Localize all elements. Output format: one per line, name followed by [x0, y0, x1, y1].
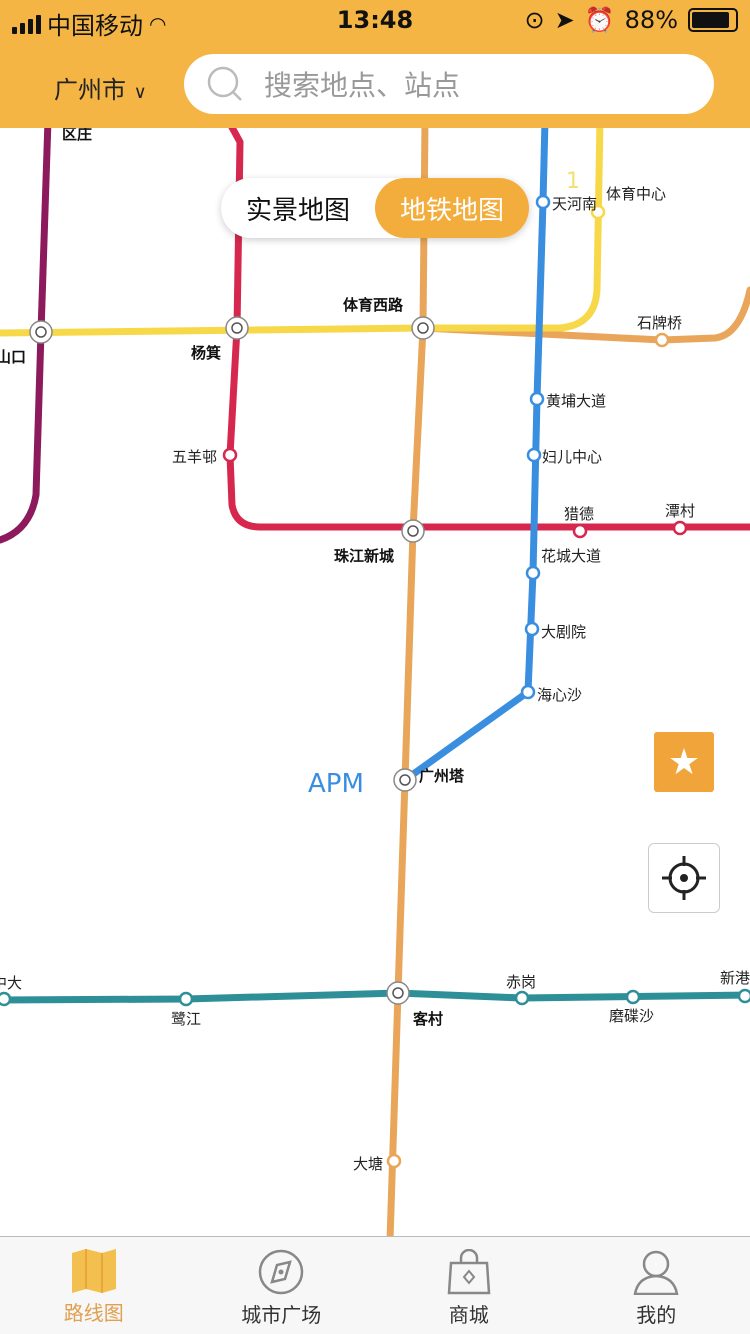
- line-2: [386, 116, 429, 1236]
- station-label: 中大: [0, 974, 22, 992]
- line-3-east: [419, 286, 750, 344]
- tab-label: 城市广场: [241, 1303, 322, 1327]
- user-icon: [633, 1250, 679, 1295]
- map-icon: [71, 1249, 116, 1293]
- station-label: 山口: [0, 348, 26, 366]
- header: 中国移动 ◠ 13:48 ⊙ ➤ ⏰ 88% 广州市 ∨ 搜索地点、站点: [0, 0, 750, 128]
- carrier-name: 中国移动: [47, 12, 143, 40]
- search-placeholder: 搜索地点、站点: [264, 69, 461, 102]
- station-label: 五羊邨: [172, 448, 217, 466]
- station-label: 大剧院: [541, 623, 586, 641]
- station-label: 潭村: [665, 502, 695, 520]
- station-label: 黄埔大道: [546, 392, 606, 410]
- city-selector[interactable]: 广州市 ∨: [54, 70, 147, 105]
- station-dot[interactable]: [529, 391, 545, 407]
- station-label: 新港: [720, 969, 750, 987]
- station-dot[interactable]: [520, 684, 536, 700]
- tab-metro-map[interactable]: 地铁地图: [375, 178, 529, 238]
- battery-icon: [688, 8, 738, 32]
- station-label: 花城大道: [541, 547, 601, 565]
- station-label: 体育西路: [343, 296, 404, 314]
- interchange-icon[interactable]: [29, 320, 53, 344]
- station-dot[interactable]: [737, 988, 750, 1004]
- metro-map[interactable]: 区庄 天河南 体育中心 体育西路 杨箕 山口 石牌桥 黄埔大道 五羊邨 妇儿中心…: [0, 0, 750, 1236]
- station-dot[interactable]: [222, 447, 238, 463]
- station-dot[interactable]: [526, 447, 542, 463]
- shopping-bag-icon: [447, 1249, 491, 1295]
- station-label: 天河南: [552, 195, 597, 213]
- station-label: 杨箕: [191, 344, 221, 362]
- line-6: [0, 116, 52, 544]
- station-dot[interactable]: [654, 332, 670, 348]
- map-mode-toggle[interactable]: 实景地图 地铁地图: [221, 178, 529, 238]
- station-label: 客村: [412, 1010, 443, 1028]
- tab-label: 商城: [448, 1303, 489, 1327]
- battery-percent: 88%: [624, 6, 678, 34]
- tab-shop[interactable]: 商城: [375, 1237, 563, 1334]
- line-1: [0, 116, 604, 337]
- tab-mine[interactable]: 我的: [563, 1237, 750, 1334]
- apm-label: APM: [308, 769, 364, 799]
- line-number-label: 1: [566, 169, 580, 194]
- compass-icon: [259, 1249, 304, 1295]
- station-label: 广州塔: [419, 767, 465, 785]
- search-input[interactable]: 搜索地点、站点: [184, 54, 714, 114]
- station-label: 体育中心: [606, 185, 666, 203]
- station-label: 磨碟沙: [609, 1007, 654, 1025]
- station-dot[interactable]: [386, 1153, 402, 1169]
- station-dot[interactable]: [672, 520, 688, 536]
- station-label: 区庄: [62, 125, 92, 143]
- station-dot[interactable]: [514, 990, 530, 1006]
- locate-button[interactable]: [648, 843, 720, 913]
- interchange-icon[interactable]: [393, 768, 417, 792]
- station-dot[interactable]: [524, 621, 540, 637]
- status-bar: 中国移动 ◠ 13:48 ⊙ ➤ ⏰ 88%: [0, 6, 750, 40]
- station-label: 海心沙: [537, 686, 582, 704]
- location-arrow-icon: ➤: [554, 6, 575, 34]
- line-5: [224, 116, 750, 531]
- station-label: 鹭江: [171, 1010, 201, 1028]
- tab-label: 路线图: [63, 1301, 124, 1325]
- rotation-lock-icon: ⊙: [524, 6, 545, 34]
- station-dot[interactable]: [525, 565, 541, 581]
- tab-real-map[interactable]: 实景地图: [245, 195, 350, 226]
- station-dot[interactable]: [535, 194, 551, 210]
- interchange-icon[interactable]: [225, 316, 249, 340]
- interchange-icon[interactable]: [386, 981, 410, 1005]
- tab-city-plaza[interactable]: 城市广场: [188, 1237, 376, 1334]
- tab-label: 我的: [636, 1303, 677, 1327]
- search-icon: [207, 66, 242, 101]
- station-label: 猎德: [564, 505, 594, 523]
- station-label: 石牌桥: [637, 314, 682, 332]
- station-dot[interactable]: [625, 989, 641, 1005]
- station-label: 大塘: [353, 1155, 383, 1173]
- station-dot[interactable]: [178, 991, 194, 1007]
- station-dot[interactable]: [590, 204, 606, 220]
- station-dot[interactable]: [572, 523, 588, 539]
- signal-icon: [12, 14, 41, 34]
- line-3: [401, 116, 549, 784]
- station-label: 赤岗: [506, 973, 536, 991]
- tab-bar: 路线图 城市广场 商城 我的: [0, 1236, 750, 1334]
- clock: 13:48: [336, 6, 414, 34]
- crosshair-icon: [662, 856, 706, 900]
- station-label: 妇儿中心: [542, 448, 602, 466]
- city-name: 广州市: [54, 76, 126, 104]
- tab-route-map[interactable]: 路线图: [0, 1237, 188, 1334]
- interchange-icon[interactable]: [401, 519, 425, 543]
- alarm-icon: ⏰: [584, 6, 615, 34]
- interchange-icon[interactable]: [411, 316, 435, 340]
- wifi-icon: ◠: [149, 11, 167, 36]
- favorite-button[interactable]: ★: [654, 732, 714, 792]
- station-dot[interactable]: [0, 991, 12, 1007]
- star-icon: ★: [667, 741, 701, 783]
- station-label: 珠江新城: [334, 547, 394, 565]
- chevron-down-icon: ∨: [133, 82, 147, 103]
